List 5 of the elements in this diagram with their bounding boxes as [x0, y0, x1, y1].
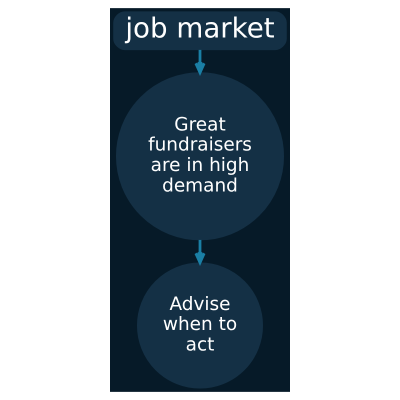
node-circle: Great fundraisers are in high demand — [116, 72, 284, 240]
arrow — [194, 240, 206, 264]
node-circle: Advise when to act — [136, 262, 264, 389]
arrow — [194, 50, 206, 74]
node-box: job market — [113, 11, 287, 50]
